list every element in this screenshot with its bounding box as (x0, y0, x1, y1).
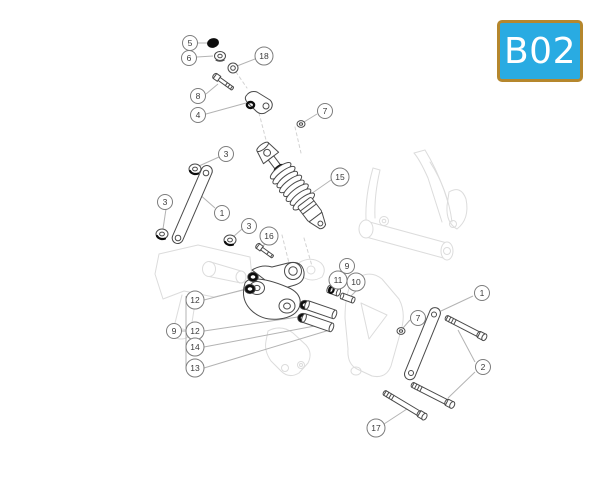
svg-text:3: 3 (224, 149, 229, 159)
svg-text:6: 6 (187, 53, 192, 63)
shock-clevis-part-4 (244, 91, 273, 115)
part-callout-7[interactable]: 7 (410, 310, 426, 326)
background-frame-layer (154, 71, 468, 377)
collar-nut-part-3-b (155, 228, 169, 241)
bolt-part-16 (255, 242, 274, 259)
part-callout-18[interactable]: 18 (254, 46, 274, 66)
spacer-part-10 (339, 292, 356, 304)
collar-nut-part-3-a (188, 163, 202, 176)
svg-text:2: 2 (481, 362, 486, 372)
part-callout-12[interactable]: 12 (185, 321, 205, 341)
part-callout-8[interactable]: 8 (190, 88, 206, 104)
svg-text:18: 18 (259, 51, 269, 61)
part-callout-15[interactable]: 15 (330, 167, 350, 187)
part-callout-13[interactable]: 13 (185, 358, 205, 378)
part-callout-2[interactable]: 2 (475, 359, 491, 375)
part-callout-7[interactable]: 7 (317, 103, 333, 119)
link-arm-left-part-1 (171, 165, 213, 244)
bolt-part-2-b (410, 382, 456, 409)
part-callout-16[interactable]: 16 (259, 226, 279, 246)
part-callout-17[interactable]: 17 (366, 418, 386, 438)
part-callout-12[interactable]: 12 (185, 290, 205, 310)
svg-text:10: 10 (351, 277, 361, 287)
svg-text:3: 3 (247, 221, 252, 231)
link-arm-right-part-1 (403, 307, 441, 381)
part-callout-14[interactable]: 14 (185, 337, 205, 357)
svg-text:4: 4 (196, 110, 201, 120)
bolt-part-2-a (444, 315, 488, 342)
leader-lines (162, 42, 476, 425)
rocker-linkage-drawing (243, 261, 305, 320)
part-callout-3[interactable]: 3 (157, 194, 173, 210)
bolt-part-8 (212, 72, 234, 91)
part-callout-4[interactable]: 4 (190, 107, 206, 123)
svg-text:11: 11 (334, 275, 343, 285)
collar-nut-part-3-c (223, 234, 237, 247)
svg-text:5: 5 (188, 38, 193, 48)
page-code-label: B02 (503, 30, 576, 72)
bushing-part-12-a (247, 271, 259, 283)
frame-knuckle-outline (298, 258, 404, 377)
svg-text:7: 7 (416, 313, 421, 323)
flange-nut-part-6 (214, 51, 226, 62)
washer-part-18 (227, 62, 239, 74)
bushing-part-12-b (244, 283, 256, 295)
part-callout-11[interactable]: 11 (328, 270, 348, 290)
swingarm-outline (358, 149, 468, 261)
svg-text:9: 9 (172, 326, 177, 336)
svg-text:16: 16 (264, 231, 274, 241)
nut-part-7-top (296, 120, 306, 128)
sleeve-pin-part-13-a (304, 300, 338, 320)
shock-absorber-part-15 (256, 141, 327, 230)
part-callout-9[interactable]: 9 (339, 258, 355, 274)
lower-bracket-outline (265, 327, 311, 377)
part-callout-3[interactable]: 3 (241, 218, 257, 234)
nut-part-7-lower (396, 327, 406, 335)
svg-text:1: 1 (220, 208, 225, 218)
svg-text:3: 3 (163, 197, 168, 207)
svg-text:14: 14 (190, 342, 200, 352)
part-callout-9[interactable]: 9 (166, 323, 182, 339)
svg-text:12: 12 (190, 326, 200, 336)
parts-layer (155, 38, 488, 421)
bolt-part-17 (382, 390, 428, 421)
assembly-axis-lines (235, 71, 313, 267)
svg-text:9: 9 (345, 261, 350, 271)
svg-text:15: 15 (335, 172, 345, 182)
page-code-badge: B02 (497, 20, 583, 82)
svg-text:12: 12 (190, 295, 200, 305)
sleeve-pin-part-13-b (301, 313, 335, 333)
svg-text:7: 7 (323, 106, 328, 116)
rubber-cap-part-5 (207, 38, 219, 48)
part-callout-1[interactable]: 1 (214, 205, 230, 221)
svg-text:17: 17 (371, 423, 381, 433)
part-callout-1[interactable]: 1 (474, 285, 490, 301)
part-callout-6[interactable]: 6 (181, 50, 197, 66)
svg-text:8: 8 (196, 91, 201, 101)
svg-text:1: 1 (480, 288, 485, 298)
part-callout-3[interactable]: 3 (218, 146, 234, 162)
svg-text:13: 13 (190, 363, 200, 373)
part-callout-10[interactable]: 10 (346, 272, 366, 292)
part-callout-5[interactable]: 5 (182, 35, 198, 51)
